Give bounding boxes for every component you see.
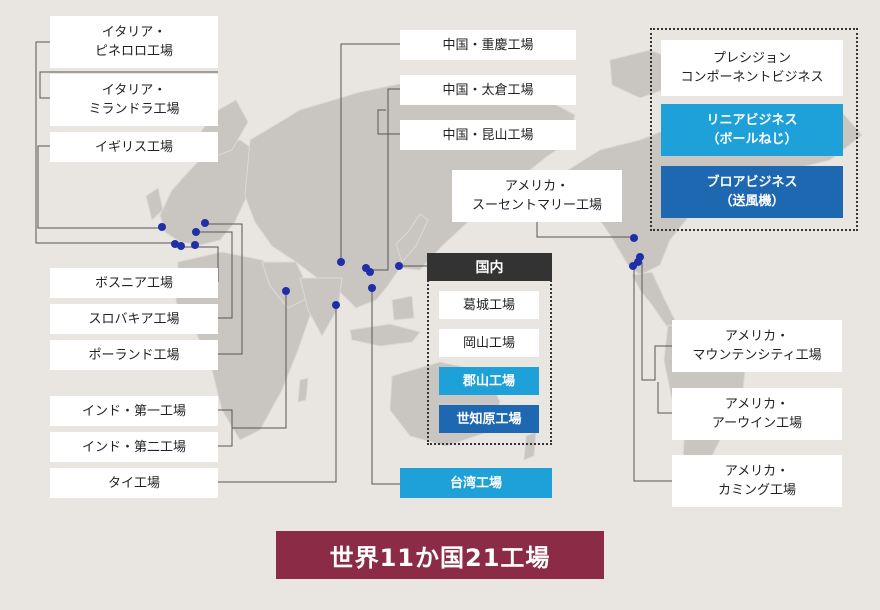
factory-label-usa-cumming: アメリカ・ カミング工場 — [672, 455, 842, 507]
dot-india — [282, 287, 290, 295]
connector-italy-pinerolo — [35, 41, 174, 244]
dot-usa-cumming — [629, 262, 637, 270]
connector-taiwan — [371, 287, 400, 485]
connector-india — [218, 409, 233, 447]
factory-label-italy-mirandola: イタリア・ ミランドラ工場 — [50, 74, 218, 126]
legend-linear-business: リニアビジネス （ボールねじ） — [661, 104, 843, 156]
connector-poland — [205, 223, 243, 355]
dot-thailand — [332, 301, 340, 309]
connector-china-chongqing — [340, 43, 400, 261]
connector-usa-mountain — [641, 262, 672, 381]
dot-uk — [158, 223, 166, 231]
factory-label-india-1: インド・第一工場 — [50, 396, 218, 426]
borneo-landmass — [391, 295, 415, 321]
connector-uk — [37, 145, 162, 229]
factory-label-uk: イギリス工場 — [50, 132, 218, 162]
madagascar-landmass — [297, 377, 309, 403]
factory-label-taiwan: 台湾工場 — [400, 468, 552, 498]
india-landmass — [299, 277, 343, 338]
dot-taiwan — [368, 284, 376, 292]
factory-label-koriyama: 郡山工場 — [439, 367, 539, 395]
factory-label-china-taicang: 中国・太倉工場 — [400, 75, 576, 105]
factory-label-okayama: 岡山工場 — [439, 329, 539, 357]
legend-precision-component: プレシジョン コンポーネントビジネス — [661, 40, 843, 96]
dot-usa-sucentmary — [630, 234, 638, 242]
factory-label-bosnia: ボスニア工場 — [50, 268, 218, 298]
dot-china-kunshan — [366, 268, 374, 276]
connector-usa-cumming — [633, 266, 672, 482]
factory-label-katsuragi: 葛城工場 — [439, 291, 539, 319]
legend-blower-business: ブロアビジネス （送風機） — [661, 166, 843, 218]
connector-italy-mirandola — [39, 71, 218, 99]
factory-label-china-kunshan: 中国・昆山工場 — [400, 120, 576, 150]
dot-poland — [201, 219, 209, 227]
british-isles-landmass — [145, 187, 164, 221]
dot-italy-mirandola — [177, 242, 185, 250]
factory-label-china-chongqing: 中国・重慶工場 — [400, 30, 576, 60]
dot-china-chongqing — [337, 258, 345, 266]
connector-thailand — [218, 306, 337, 483]
connector-usa-erwin — [657, 382, 672, 414]
connector-slovakia — [196, 231, 233, 319]
factory-label-sechibaru: 世知原工場 — [439, 405, 539, 433]
factory-label-india-2: インド・第二工場 — [50, 432, 218, 462]
arabia-landmass — [261, 261, 313, 309]
dot-japan — [395, 262, 403, 270]
new-zealand-landmass — [523, 431, 537, 461]
japan-landmass — [395, 213, 429, 263]
domestic-header: 国内 — [427, 253, 552, 281]
summary-banner: 世界11か国21工場 — [276, 531, 604, 579]
factory-label-usa-mountain-city: アメリカ・ マウンテンシティ工場 — [672, 320, 842, 372]
indonesia-landmass — [349, 323, 421, 347]
connector-china-taicang — [370, 88, 400, 271]
connector-china-kunshan — [377, 109, 400, 135]
business-legend-group — [650, 28, 858, 231]
connector-usa-sucentmary — [536, 222, 633, 238]
factory-label-usa-erwin: アメリカ・ アーウイン工場 — [672, 388, 842, 440]
factory-label-slovakia: スロバキア工場 — [50, 304, 218, 334]
dot-slovakia — [192, 228, 200, 236]
factory-label-poland: ポーランド工場 — [50, 340, 218, 370]
factory-label-usa-sucentmary: アメリカ・ スーセントマリー工場 — [452, 170, 622, 222]
connector-india-map — [232, 291, 287, 429]
factory-label-thailand: タイ工場 — [50, 468, 218, 498]
dot-bosnia — [191, 241, 199, 249]
factory-label-italy-pinerolo: イタリア・ ピネロロ工場 — [50, 16, 218, 68]
